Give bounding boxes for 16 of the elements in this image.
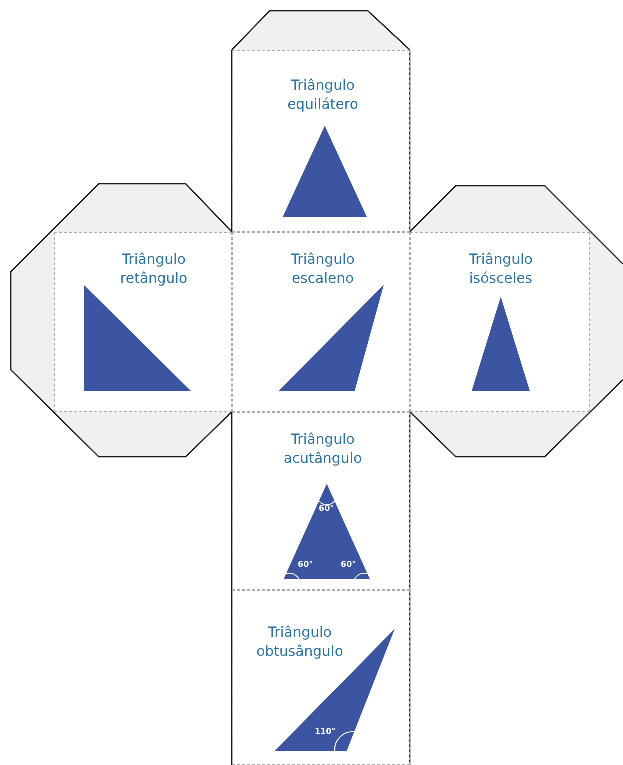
cube-face bbox=[232, 50, 410, 232]
angle-label: 60° bbox=[341, 560, 356, 570]
face-title: Triângulo equilátero bbox=[286, 77, 360, 115]
angle-label: 60° bbox=[298, 560, 314, 570]
cube-face bbox=[232, 412, 410, 590]
face-title: Triângulo isósceles bbox=[468, 251, 534, 289]
face-title: Triângulo retângulo bbox=[119, 251, 189, 289]
angle-label: 110° bbox=[315, 727, 336, 737]
face-title: Triângulo obtusângulo bbox=[256, 624, 344, 662]
cube-face bbox=[54, 232, 232, 412]
angle-label: 60° bbox=[319, 504, 334, 514]
cube-face bbox=[232, 590, 410, 765]
cube-face bbox=[232, 232, 410, 412]
face-title: Triângulo escaleno bbox=[290, 251, 356, 289]
cube-face bbox=[410, 232, 590, 412]
face-title: Triângulo acutângulo bbox=[282, 431, 364, 469]
